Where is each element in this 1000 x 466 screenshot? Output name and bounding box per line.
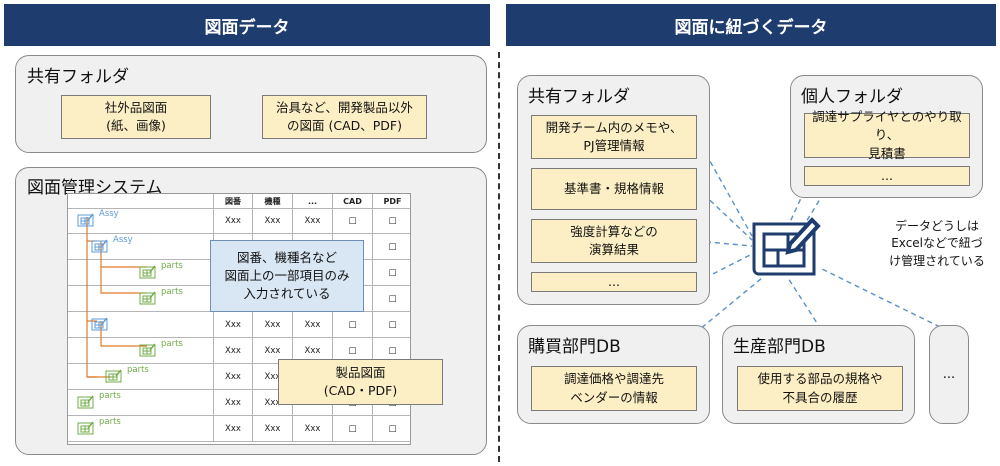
table-cell: □ (332, 208, 372, 234)
table-cell: Xxx (292, 208, 332, 234)
production-db-title: 生産部門DB (733, 337, 826, 357)
standards-item: 基準書・規格情報 (531, 168, 697, 210)
parts-drawing-icon (105, 369, 122, 383)
calculation-results-item: 強度計算などの 演算結果 (531, 219, 697, 263)
row-divider (68, 337, 410, 338)
table-cell: Xxx (213, 338, 252, 364)
parts-drawing-icon (139, 291, 156, 305)
table-cell: □ (372, 234, 412, 260)
table-cell: □ (372, 286, 412, 312)
jig-drawings-item: 治具など、開発製品以外 の図面 (CAD、PDF) (262, 95, 427, 139)
table-cell: □ (372, 208, 412, 234)
personal-more-item: ... (804, 166, 970, 186)
table-cell: Xxx (252, 390, 292, 416)
table-cell: Xxx (292, 338, 332, 364)
tree-node-label: parts (127, 365, 149, 375)
partial-input-note: 図番、機種名など 図面上の一部項目のみ 入力されている (210, 240, 364, 312)
table-cell: □ (372, 260, 412, 286)
assy-drawing-icon (77, 213, 94, 227)
parts-drawing-icon (77, 421, 94, 435)
table-cell: Xxx (252, 416, 292, 442)
row-divider (68, 389, 410, 390)
row-divider (68, 233, 410, 234)
team-memo-item: 開発チーム内のメモや、 PJ管理情報 (531, 115, 697, 159)
procurement-price-item: 調達価格や調達先 ベンダーの情報 (531, 366, 697, 411)
parts-drawing-icon (77, 395, 94, 409)
table-cell: Xxx (213, 390, 252, 416)
table-cell: Xxx (252, 208, 292, 234)
supplier-quote-item: 調達サプライヤとのやり取り、 見積書 (804, 109, 970, 161)
table-cell: Xxx (252, 338, 292, 364)
column-header: ... (292, 194, 332, 208)
tree-node-label: Assy (113, 235, 133, 245)
row-divider (68, 363, 410, 364)
table-cell: □ (332, 312, 372, 338)
parts-drawing-icon (139, 265, 156, 279)
table-cell: □ (332, 416, 372, 442)
parts-spec-item: 使用する部品の規格や 不具合の履歴 (737, 366, 903, 411)
column-header: PDF (372, 194, 412, 208)
table-cell: □ (372, 338, 412, 364)
table-cell: Xxx (213, 312, 252, 338)
row-divider (68, 208, 410, 209)
tree-connector (100, 241, 147, 294)
table-cell: □ (372, 312, 412, 338)
table-cell: Xxx (213, 208, 252, 234)
table-cell: □ (332, 338, 372, 364)
personal-folder-title: 個人フォルダ (801, 87, 903, 107)
table-cell: □ (372, 416, 412, 442)
left-shared-folder-title: 共有フォルダ (27, 67, 129, 87)
table-cell: Xxx (292, 416, 332, 442)
column-header: 図番 (213, 194, 252, 208)
tree-node-label: Assy (99, 209, 119, 219)
assy-drawing-icon (91, 239, 108, 253)
table-cell: Xxx (292, 312, 332, 338)
row-divider (68, 415, 410, 416)
column-header: 機種 (252, 194, 292, 208)
tree-connector (100, 321, 147, 347)
purchasing-db-title: 購買部門DB (528, 337, 621, 357)
right-header: 図面に紐づくデータ (506, 4, 996, 46)
column-header: CAD (332, 194, 372, 208)
table-cell: Xxx (213, 416, 252, 442)
external-drawings-item: 社外品図面 (紙、画像) (61, 95, 211, 139)
tree-node-label: parts (99, 417, 121, 427)
center-divider (498, 52, 500, 462)
assy-drawing-icon (91, 317, 108, 331)
table-cell: Xxx (213, 364, 252, 390)
row-divider (68, 441, 410, 442)
table-cell: Xxx (252, 312, 292, 338)
tree-node-label: parts (161, 287, 183, 297)
tree-node-label: parts (99, 391, 121, 401)
drawing-blueprint-icon (752, 217, 821, 276)
right-shared-folder-title: 共有フォルダ (528, 87, 630, 107)
shared-more-item: ... (531, 272, 697, 292)
product-drawing-box: 製品図面 (CAD・PDF) (278, 359, 443, 405)
tree-node-label: parts (161, 339, 183, 349)
table-cell: Xxx (252, 364, 292, 390)
tree-node-label: parts (161, 261, 183, 271)
parts-drawing-icon (139, 343, 156, 357)
left-header: 図面データ (4, 4, 490, 46)
excel-link-note: データどうしは Excelなどで紐づ け管理されている (889, 219, 985, 268)
more-sources-panel: ... (929, 325, 969, 424)
